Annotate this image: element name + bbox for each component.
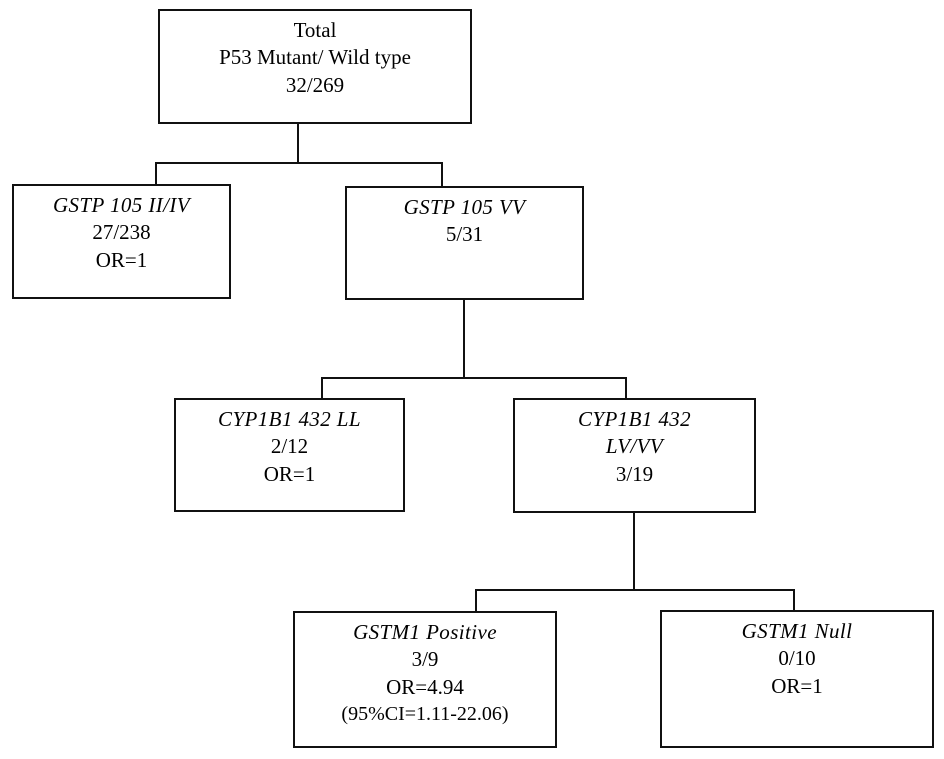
node-cyp1b1-432-lv-vv-line3: 3/19 — [615, 461, 654, 486]
connector-cyp-lv-vv-stem — [633, 512, 635, 591]
node-gstp-105-ii-iv-line1: GSTP 105 II/IV — [52, 193, 191, 217]
node-cyp1b1-432-lv-vv: CYP1B1 432 LV/VV 3/19 — [513, 398, 756, 513]
node-gstp-105-vv-line2: 5/31 — [445, 222, 484, 247]
node-total-line3: 32/269 — [285, 72, 345, 97]
node-gstm1-null: GSTM1 Null 0/10 OR=1 — [660, 610, 934, 748]
node-gstm1-null-line1: GSTM1 Null — [741, 619, 853, 643]
node-gstm1-positive-line3: OR=4.94 — [386, 674, 464, 699]
connector-gstp-vv-stem — [463, 299, 465, 378]
connector-root-bar — [155, 162, 443, 164]
connector-cyp-to-gstm1-null — [793, 589, 795, 611]
connector-cyp-to-gstm1-positive — [475, 589, 477, 611]
node-cyp1b1-432-lv-vv-line1: CYP1B1 432 — [577, 407, 692, 431]
node-cyp1b1-432-ll-line1: CYP1B1 432 LL — [218, 407, 361, 431]
connector-root-to-gstp-ii-iv — [155, 162, 157, 186]
connector-gstp-vv-to-cyp-lv-vv — [625, 377, 627, 399]
node-gstm1-null-line2: 0/10 — [778, 646, 816, 671]
connector-root-stem — [297, 123, 299, 164]
node-gstp-105-ii-iv: GSTP 105 II/IV 27/238 OR=1 — [12, 184, 231, 299]
node-total-line2: P53 Mutant/ Wild type — [219, 45, 411, 70]
node-gstm1-null-line3: OR=1 — [771, 673, 823, 698]
node-gstp-105-vv-line1: GSTP 105 VV — [403, 195, 526, 219]
node-cyp1b1-432-ll-line2: 2/12 — [270, 434, 309, 459]
node-gstm1-positive-line2: 3/9 — [411, 647, 439, 672]
node-gstp-105-vv: GSTP 105 VV 5/31 — [345, 186, 584, 300]
connector-root-to-gstp-vv — [441, 162, 443, 188]
connector-cyp-lv-vv-bar — [475, 589, 795, 591]
node-total-line1: Total — [293, 18, 337, 42]
node-total: Total P53 Mutant/ Wild type 32/269 — [158, 9, 472, 124]
node-gstm1-positive: GSTM1 Positive 3/9 OR=4.94 (95%CI=1.11-2… — [293, 611, 557, 748]
connector-gstp-vv-to-cyp-ll — [321, 377, 323, 399]
node-cyp1b1-432-lv-vv-line2: LV/VV — [605, 434, 664, 459]
node-gstp-105-ii-iv-line2: 27/238 — [92, 220, 151, 245]
connector-gstp-vv-bar — [321, 377, 627, 379]
node-gstm1-positive-line4: (95%CI=1.11-22.06) — [341, 702, 509, 725]
node-cyp1b1-432-ll: CYP1B1 432 LL 2/12 OR=1 — [174, 398, 405, 512]
node-gstm1-positive-line1: GSTM1 Positive — [353, 620, 497, 644]
node-gstp-105-ii-iv-line3: OR=1 — [95, 247, 148, 272]
node-cyp1b1-432-ll-line3: OR=1 — [263, 461, 316, 486]
